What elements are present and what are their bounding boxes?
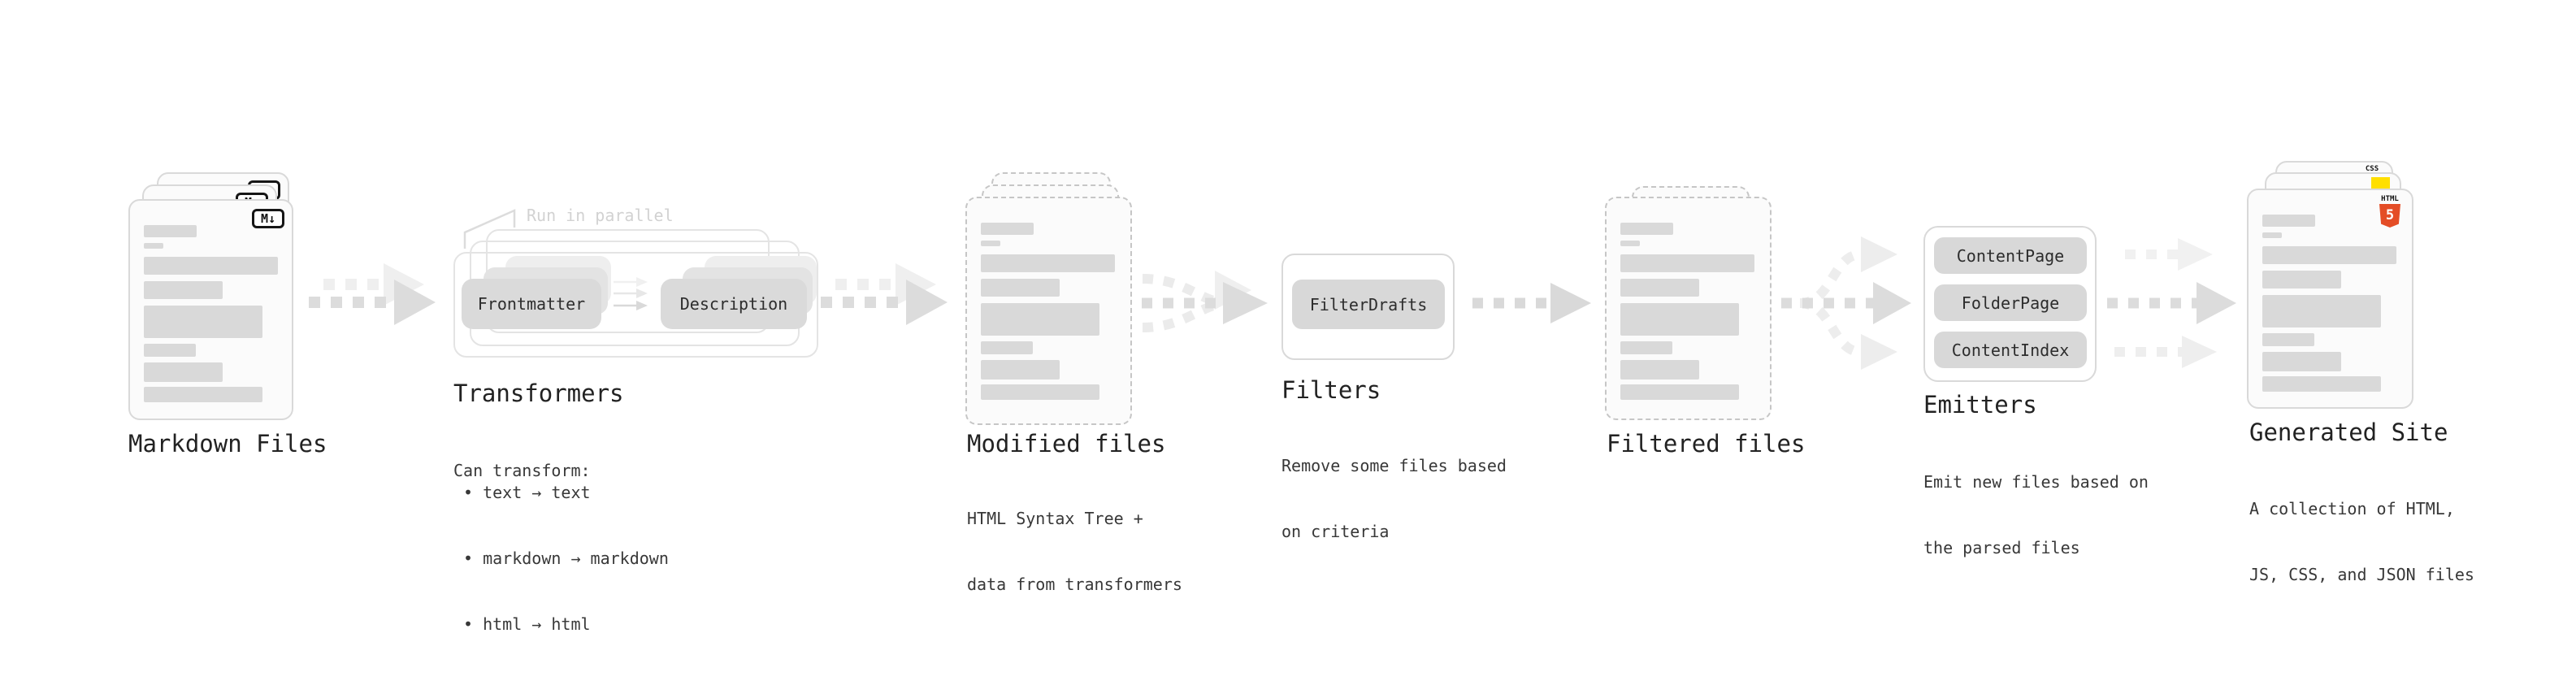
transformers-bullets: • text → text • markdown → markdown • ht… (463, 438, 669, 679)
desc-line: on criteria (1281, 522, 1390, 541)
content-index-node: ContentIndex (1934, 332, 2087, 368)
document-text-bars (2249, 190, 2412, 407)
filter-drafts-label: FilterDrafts (1309, 294, 1428, 314)
description-node: Description (661, 279, 807, 329)
can-transform-line: Can transform: (453, 461, 591, 480)
arrow-markdown-to-transformers (309, 263, 436, 325)
document-text-bars (130, 201, 292, 419)
content-page-node: ContentPage (1934, 237, 2087, 274)
arrow-filtered-to-emitters (1781, 236, 1911, 370)
bullet-line: • markdown → markdown (463, 549, 669, 568)
folder-page-node: FolderPage (1934, 284, 2087, 321)
desc-line: A collection of HTML, (2249, 499, 2455, 518)
desc-line: JS, CSS, and JSON files (2249, 565, 2474, 584)
transformers-label: Transformers (453, 380, 624, 407)
arrow-modified-to-filters (1142, 271, 1268, 332)
document-text-bars (1607, 198, 1770, 419)
desc-line: the parsed files (1923, 538, 2080, 557)
markdown-file-card-front: M↓ (128, 199, 293, 420)
arrow-emitters-to-generated (2107, 238, 2236, 368)
transformer-frame-front (453, 252, 818, 358)
filtered-file-card-front (1605, 197, 1772, 420)
document-text-bars (967, 198, 1130, 423)
frontmatter-node: Frontmatter (462, 279, 601, 329)
emitters-label: Emitters (1923, 391, 2037, 419)
content-index-label: ContentIndex (1951, 340, 2070, 360)
description-node-label: Description (679, 294, 788, 314)
filters-description: Remove some files based on criteria (1281, 411, 1507, 587)
modified-files-description: HTML Syntax Tree + data from transformer… (967, 464, 1182, 640)
desc-line: HTML Syntax Tree + (967, 509, 1143, 528)
filters-label: Filters (1281, 376, 1381, 404)
filter-drafts-node: FilterDrafts (1292, 280, 1445, 329)
transformers-description: Can transform: (453, 416, 591, 526)
arrow-transformers-to-modified (821, 263, 948, 325)
generated-site-label: Generated Site (2249, 419, 2448, 446)
desc-line: data from transformers (967, 575, 1182, 594)
bullet-line: • html → html (463, 614, 591, 634)
folder-page-label: FolderPage (1961, 293, 2060, 313)
frontmatter-node-label: Frontmatter (477, 294, 586, 314)
markdown-files-label: Markdown Files (128, 430, 327, 458)
arrow-filters-to-filtered (1472, 283, 1591, 323)
markdown-icon: M↓ (252, 209, 284, 228)
modified-files-label: Modified files (967, 430, 1166, 458)
desc-line: Emit new files based on (1923, 472, 2149, 492)
modified-file-card-front (965, 197, 1132, 425)
html5-icon: HTML 5 (2378, 195, 2402, 228)
parallel-mini-arrows (614, 277, 648, 310)
bullet-line: • text → text (463, 483, 591, 502)
filtered-files-label: Filtered files (1607, 430, 1806, 458)
run-in-parallel-leader-line (463, 209, 516, 249)
js-file-icon (2371, 177, 2390, 189)
generated-site-description: A collection of HTML, JS, CSS, and JSON … (2249, 454, 2474, 630)
content-page-label: ContentPage (1956, 245, 2065, 266)
run-in-parallel-note: Run in parallel (527, 206, 674, 225)
desc-line: Remove some files based (1281, 456, 1507, 475)
generated-file-card-front: HTML 5 (2247, 189, 2413, 409)
emitters-description: Emit new files based on the parsed files (1923, 427, 2149, 603)
